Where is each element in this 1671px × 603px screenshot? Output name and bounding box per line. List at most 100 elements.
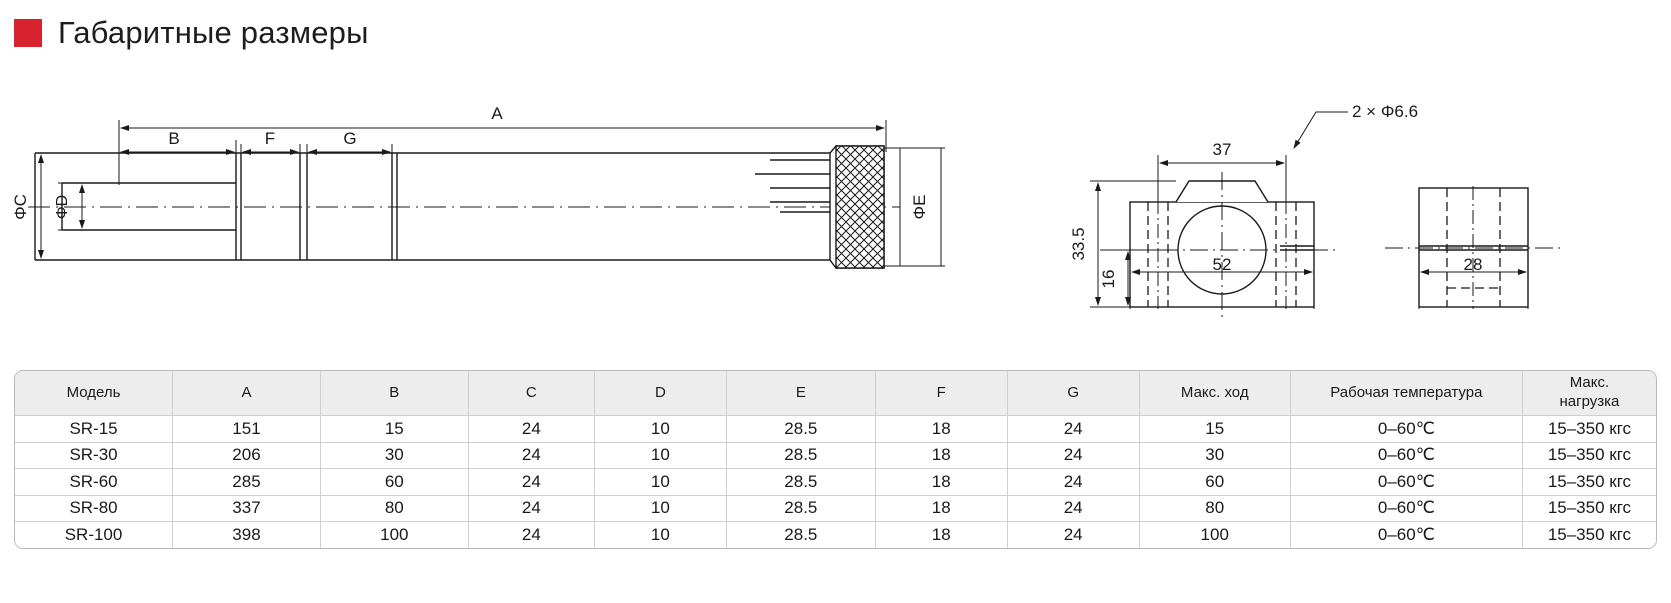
cell-temperature: 0–60℃ [1290, 522, 1523, 548]
cell-load: 15–350 кгс [1522, 442, 1656, 469]
column-header-e: E [726, 371, 876, 416]
dimension-28: 28 [1418, 255, 1529, 309]
cell-b: 15 [320, 416, 469, 443]
cell-a: 398 [173, 522, 321, 548]
cell-temperature: 0–60℃ [1290, 442, 1523, 469]
cell-f: 18 [875, 442, 1008, 469]
column-header-d: D [594, 371, 727, 416]
section-marker-icon [14, 19, 42, 47]
column-header-load-line1: Макс. [1569, 374, 1610, 392]
cell-load: 15–350 кгс [1522, 469, 1656, 496]
table-row: SR-80 337 80 24 10 28.5 18 24 80 0–60℃ 1… [15, 495, 1656, 522]
cell-g: 24 [1007, 469, 1140, 496]
dimension-a: A [118, 104, 887, 185]
cell-e: 28.5 [726, 469, 876, 496]
cell-temperature: 0–60℃ [1290, 416, 1523, 443]
dimension-g: G [306, 129, 393, 155]
cell-e: 28.5 [726, 442, 876, 469]
cell-model: SR-100 [15, 522, 174, 548]
cell-model: SR-80 [15, 495, 174, 522]
cell-stroke: 15 [1139, 416, 1291, 443]
dimension-label-f: F [265, 129, 275, 148]
dimension-phi-c: ΦC [11, 154, 44, 259]
cell-e: 28.5 [726, 495, 876, 522]
cell-c: 24 [468, 495, 595, 522]
cell-c: 24 [468, 469, 595, 496]
dimension-52: 52 [1129, 255, 1315, 309]
callout-label-holes: 2 × Φ6.6 [1352, 102, 1418, 121]
cell-temperature: 0–60℃ [1290, 469, 1523, 496]
cell-c: 24 [468, 522, 595, 548]
dimension-label-phi-d: ΦD [54, 195, 71, 219]
page-header: Габаритные размеры [0, 0, 1671, 66]
drawing-canvas: A B F G ΦC [11, 102, 1560, 318]
mount-block-side-view [1385, 186, 1560, 309]
column-header-load: Макс. нагрузка [1522, 371, 1656, 416]
technical-drawing: A B F G ΦC [0, 60, 1671, 350]
dimension-label-g: G [343, 129, 356, 148]
dimension-label-phi-c: ΦC [11, 194, 30, 220]
table-row: SR-60 285 60 24 10 28.5 18 24 60 0–60℃ 1… [15, 469, 1656, 496]
spec-table: Модель A B C D E F G Макс. ход Рабочая т… [14, 370, 1657, 549]
cell-b: 100 [320, 522, 469, 548]
dimension-label-phi-e: ΦE [910, 195, 929, 220]
dimension-label-a: A [491, 104, 503, 123]
column-header-temperature: Рабочая температура [1290, 371, 1523, 416]
cell-e: 28.5 [726, 522, 876, 548]
cell-g: 24 [1007, 495, 1140, 522]
cell-load: 15–350 кгс [1522, 495, 1656, 522]
cell-e: 28.5 [726, 416, 876, 443]
cell-g: 24 [1007, 442, 1140, 469]
dimension-label-16: 16 [1099, 270, 1118, 289]
page-title: Габаритные размеры [58, 15, 369, 50]
column-header-b: B [320, 371, 469, 416]
cell-a: 337 [173, 495, 321, 522]
cell-f: 18 [875, 495, 1008, 522]
spec-table-body: SR-15 151 15 24 10 28.5 18 24 15 0–60℃ 1… [15, 416, 1656, 548]
cell-c: 24 [468, 416, 595, 443]
cell-f: 18 [875, 469, 1008, 496]
dimension-37: 37 [1157, 140, 1287, 210]
column-header-stroke: Макс. ход [1139, 371, 1291, 416]
actuator-side-view [28, 145, 900, 269]
cell-d: 10 [594, 442, 727, 469]
cell-model: SR-15 [15, 416, 174, 443]
cell-stroke: 100 [1139, 522, 1291, 548]
column-header-f: F [875, 371, 1008, 416]
dimension-label-b: B [168, 129, 179, 148]
dimension-label-37: 37 [1213, 140, 1232, 159]
cell-b: 30 [320, 442, 469, 469]
cell-d: 10 [594, 469, 727, 496]
cell-a: 151 [173, 416, 321, 443]
dimension-label-52: 52 [1213, 255, 1232, 274]
spec-table-container: Модель A B C D E F G Макс. ход Рабочая т… [14, 370, 1657, 549]
cell-stroke: 60 [1139, 469, 1291, 496]
dimension-16: 16 [1099, 249, 1165, 306]
spec-table-header: Модель A B C D E F G Макс. ход Рабочая т… [15, 371, 1656, 416]
cell-d: 10 [594, 495, 727, 522]
dimension-label-33-5: 33.5 [1069, 227, 1088, 260]
cell-model: SR-60 [15, 469, 174, 496]
cell-d: 10 [594, 416, 727, 443]
cell-f: 18 [875, 522, 1008, 548]
cell-a: 206 [173, 442, 321, 469]
dimension-phi-e: ΦE [884, 147, 945, 267]
cell-g: 24 [1007, 416, 1140, 443]
column-header-load-line2: нагрузка [1559, 393, 1620, 410]
dimension-33-5: 33.5 [1069, 180, 1176, 308]
table-row: SR-100 398 100 24 10 28.5 18 24 100 0–60… [15, 522, 1656, 548]
cell-f: 18 [875, 416, 1008, 443]
column-header-model: Модель [15, 371, 174, 416]
dimension-label-28: 28 [1464, 255, 1483, 274]
table-row: SR-15 151 15 24 10 28.5 18 24 15 0–60℃ 1… [15, 416, 1656, 443]
column-header-a: A [173, 371, 321, 416]
cell-stroke: 80 [1139, 495, 1291, 522]
header-row: Модель A B C D E F G Макс. ход Рабочая т… [15, 371, 1656, 416]
column-header-g: G [1007, 371, 1140, 416]
cell-load: 15–350 кгс [1522, 416, 1656, 443]
cell-stroke: 30 [1139, 442, 1291, 469]
column-header-c: C [468, 371, 595, 416]
dimension-f: F [240, 129, 301, 155]
cell-b: 60 [320, 469, 469, 496]
cell-model: SR-30 [15, 442, 174, 469]
